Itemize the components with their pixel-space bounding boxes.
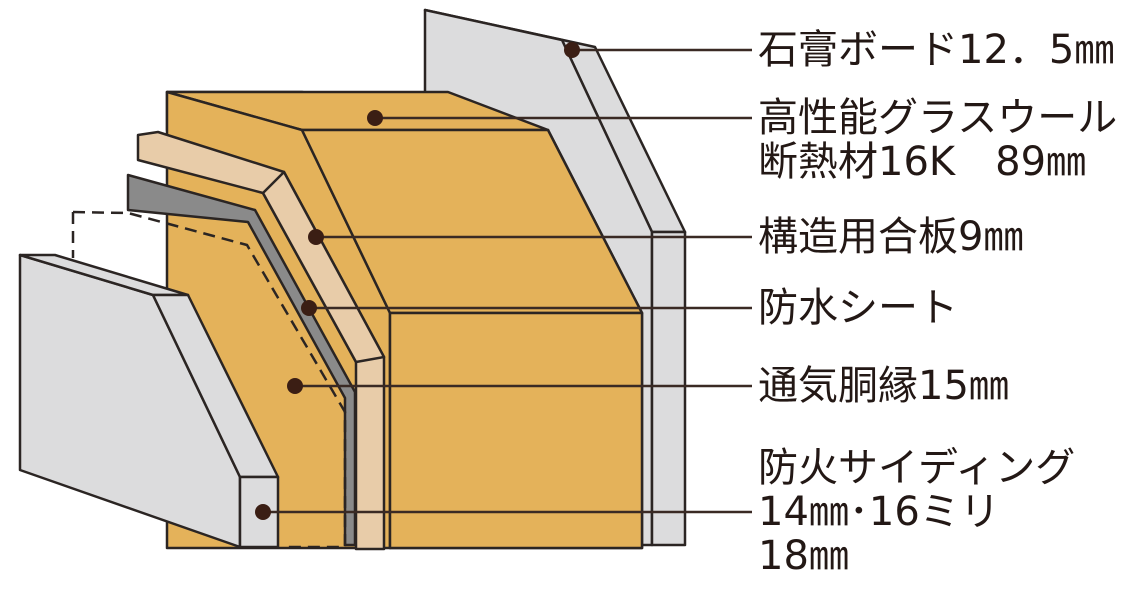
marker-dot [255,504,271,520]
leader-waterproof-sheet [301,300,752,316]
label-waterproof-sheet: 防水シート [758,286,958,330]
label-line: 断熱材16K 89㎜ [758,139,1087,185]
marker-dot [564,42,580,58]
marker-dot [367,110,383,126]
label-line: 高性能グラスウール [758,95,1118,141]
air-gap-outline [72,210,347,549]
label-line: 石膏ボード12．5㎜ [758,27,1115,73]
label-line: 構造用合板9㎜ [758,214,1024,260]
label-plywood: 構造用合板9㎜ [758,215,1023,259]
leader-gypsum-board [564,42,752,58]
plywood-board [136,130,386,551]
label-glass-wool: 高性能グラスウール 断熱材16K 89㎜ [758,96,1117,184]
label-line: 防水シート [758,285,958,331]
label-line: 18㎜ [758,533,849,579]
glass-wool-face [388,311,644,550]
siding-layer [18,253,280,549]
label-line: 14㎜･16ミリ [758,489,1000,535]
leader-siding [255,504,752,520]
leader-plywood [308,229,752,245]
gypsum-board-edge [650,230,687,547]
label-air-gap: 通気胴縁15㎜ [758,364,1009,408]
label-line: 通気胴縁15㎜ [758,363,1009,409]
label-gypsum-board: 石膏ボード12．5㎜ [758,28,1114,72]
label-siding: 防火サイディング 14㎜･16ミリ 18㎜ [758,446,1075,578]
marker-dot [287,378,303,394]
leader-glass-wool [367,110,752,126]
marker-dot [301,300,317,316]
leader-air-gap [287,378,752,394]
plywood-layer [136,130,386,551]
plywood-edge [261,170,386,364]
label-line: 防火サイディング [758,445,1076,491]
marker-dot [308,229,324,245]
